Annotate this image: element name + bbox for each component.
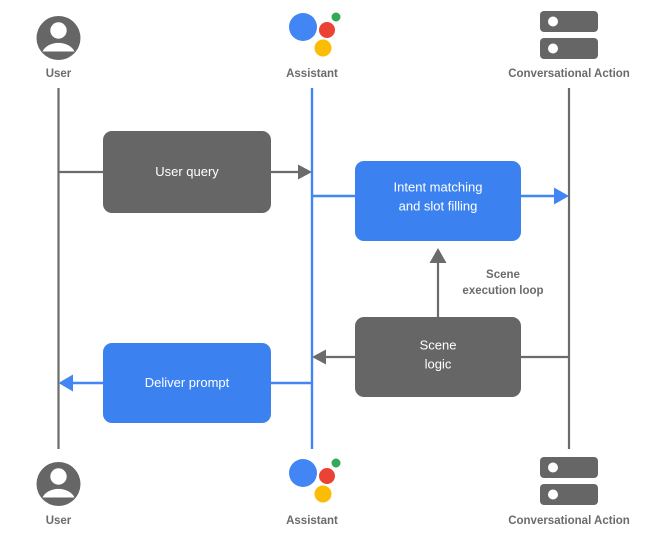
google-assistant-icon [289, 12, 341, 57]
arrowhead-scene-logic-to-assistant [312, 349, 326, 365]
node-scene-logic-rect[interactable] [355, 317, 521, 397]
lane-header-conversational-action-bottom: Conversational Action [508, 457, 630, 527]
node-scene-logic-label-line2: logic [425, 356, 452, 371]
node-user-query-rect[interactable] [103, 131, 271, 213]
lane-label-conversational-action-bottom: Conversational Action [508, 515, 630, 527]
server-icon [540, 457, 598, 505]
lane-header-conversational-action-top: Conversational Action [508, 11, 630, 80]
node-user-query[interactable]: User query [103, 131, 271, 213]
arrowhead-deliver-prompt-to-user [58, 374, 73, 392]
annotation-scene-execution-loop-line1: Scene [486, 269, 520, 281]
arrowhead-scene-logic-to-intent-matching [429, 248, 447, 263]
lane-header-assistant-bottom: Assistant [286, 458, 341, 527]
node-user-query-label: User query [155, 164, 219, 179]
node-intent-matching[interactable]: Intent matching and slot filling [355, 161, 521, 241]
lane-header-user-bottom: User [36, 462, 81, 527]
node-scene-logic[interactable]: Scene logic [355, 317, 521, 397]
lane-label-user-top: User [46, 68, 72, 80]
node-intent-matching-label-line2: and slot filling [399, 198, 478, 213]
node-scene-logic-label-line1: Scene [420, 337, 457, 352]
lane-label-conversational-action-top: Conversational Action [508, 68, 630, 80]
google-assistant-icon [289, 458, 341, 503]
lane-label-user-bottom: User [46, 515, 72, 527]
node-deliver-prompt-rect[interactable] [103, 343, 271, 423]
annotation-scene-execution-loop-line2: execution loop [462, 285, 543, 297]
server-icon [540, 11, 598, 59]
arrowhead-intent-matching-to-conversational-action [554, 187, 569, 205]
annotation-scene-execution-loop: Scene execution loop [462, 269, 543, 297]
node-intent-matching-rect[interactable] [355, 161, 521, 241]
node-intent-matching-label-line1: Intent matching [394, 179, 483, 194]
node-deliver-prompt[interactable]: Deliver prompt [103, 343, 271, 423]
lane-label-assistant-bottom: Assistant [286, 515, 338, 527]
lane-header-user-top: User [36, 16, 81, 80]
node-deliver-prompt-label: Deliver prompt [145, 375, 230, 390]
arrowhead-user-query-to-assistant [298, 164, 312, 180]
user-avatar-icon [36, 462, 81, 506]
lane-label-assistant-top: Assistant [286, 68, 338, 80]
lane-header-assistant-top: Assistant [286, 12, 341, 80]
user-avatar-icon [36, 16, 81, 60]
